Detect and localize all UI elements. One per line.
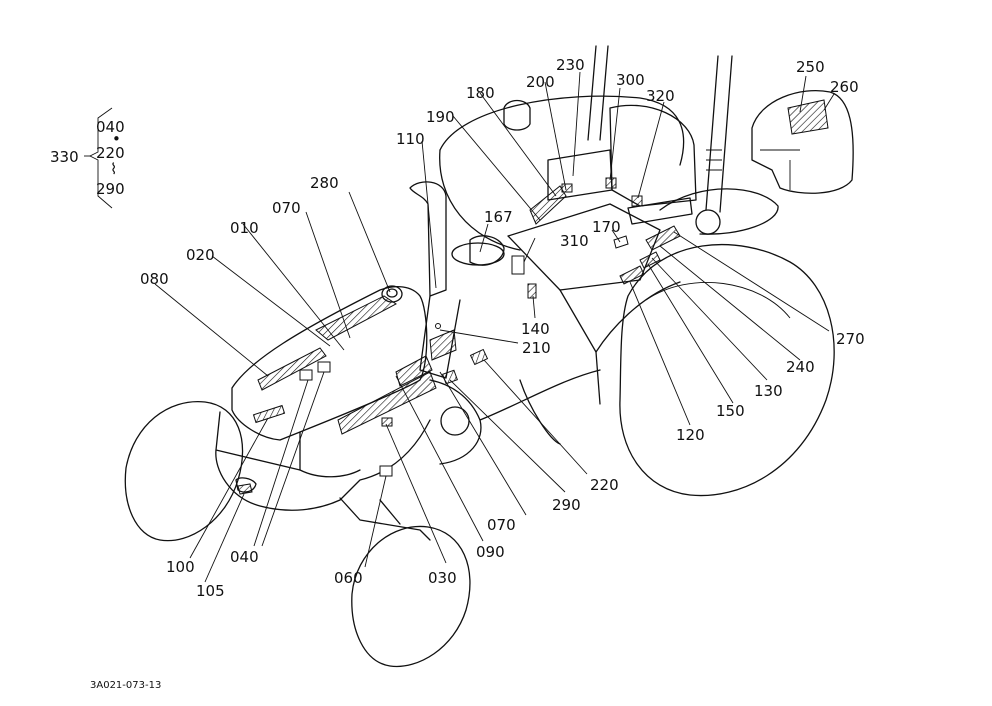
decal-140-platform [527,283,537,299]
rops-left-post [587,45,609,141]
decal-250-cover [787,99,829,135]
engine-hood [231,285,428,441]
callout-290: 290 [552,496,581,514]
callout-040: 040 [230,548,259,566]
set-group-separator-1: • [112,130,121,148]
callout-320: 320 [646,87,675,105]
leader-lines [154,71,835,583]
set-group-separator-2: ⌇ [110,160,117,178]
decal-105-light [237,483,253,495]
callout-150: 150 [716,402,745,420]
front-right-tire [351,525,471,668]
set-group-item-3: 290 [96,180,125,198]
operator-seat [609,104,697,207]
decal-070-hood-top [315,295,397,341]
decal-180-fender [529,185,567,225]
muffler [409,181,447,297]
callout-210: 210 [522,339,551,357]
callout-010: 010 [230,219,259,237]
callout-250: 250 [796,58,825,76]
callout-060: 060 [334,569,363,587]
callout-167: 167 [484,208,513,226]
callout-090: 090 [476,543,505,561]
callout-130: 130 [754,382,783,400]
callout-080: 080 [140,270,169,288]
rear-left-tire [619,243,835,497]
decal-100-grille-badge [252,404,286,424]
callout-020: 020 [186,246,215,264]
decals [237,99,829,495]
callout-200: 200 [526,73,555,91]
callout-280: 280 [310,174,339,192]
drawing-number: 3A021-073-13 [90,680,161,691]
rops-right-post [705,55,733,213]
decal-080-hood-stripe [257,347,327,391]
callout-110: 110 [396,130,425,148]
callout-140: 140 [521,320,550,338]
callout-240: 240 [786,358,815,376]
set-group-item-2: 220 [96,144,125,162]
callout-105: 105 [196,582,225,600]
callout-190: 190 [426,108,455,126]
callout-300: 300 [616,71,645,89]
set-group-item-1: 040 [96,118,125,136]
decal-090-side-stripe [337,371,437,435]
decal-240-rear [645,225,681,251]
front-left-tire [124,400,244,542]
tractor-illustration [124,45,854,668]
callout-100: 100 [166,558,195,576]
rear-cover [751,90,854,194]
set-group-label: 330 [50,148,79,166]
callout-030: 030 [428,569,457,587]
decal-220-side [469,348,489,366]
set-group-bracket: 330 040 • 220 ⌇ 290 [50,107,125,209]
callout-120: 120 [676,426,705,444]
callout-260: 260 [830,78,859,96]
callout-310: 310 [560,232,589,250]
callout-220: 220 [590,476,619,494]
callout-070-top: 070 [272,199,301,217]
callout-070-bottom: 070 [487,516,516,534]
callout-170: 170 [592,218,621,236]
callout-labels: 010 020 030 040 060 070 070 080 090 100 … [140,56,865,600]
callout-270: 270 [836,330,865,348]
callout-180: 180 [466,84,495,102]
callout-230: 230 [556,56,585,74]
